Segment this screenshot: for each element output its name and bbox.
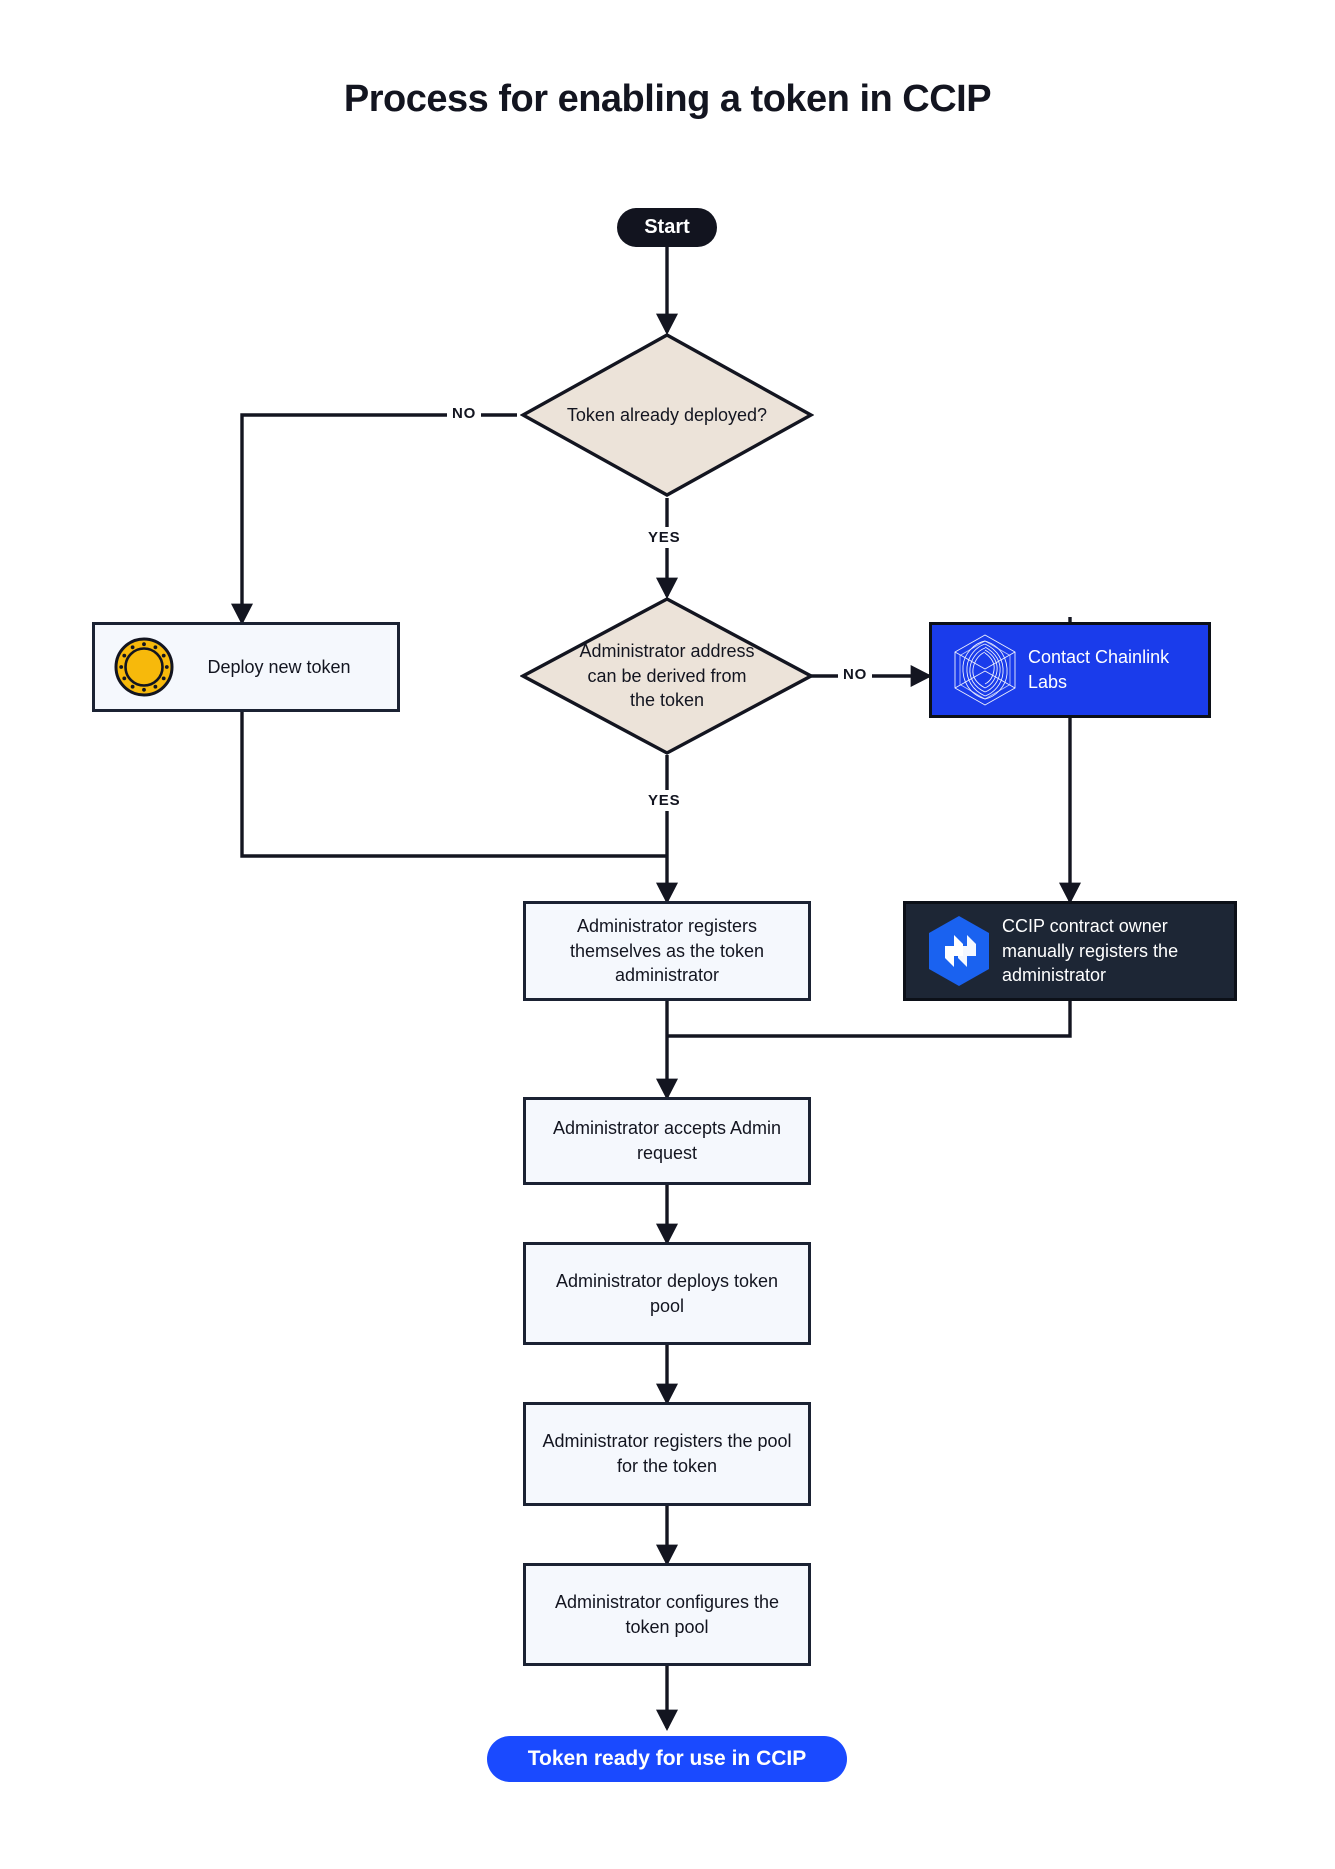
chainlink-logo-icon [942, 632, 1028, 708]
node-ccip-owner-registers-label: CCIP contract owner manually registers t… [1002, 915, 1179, 986]
node-end-label: Token ready for use in CCIP [527, 1746, 807, 1770]
node-deploy-new-token[interactable]: Deploy new token [92, 622, 400, 712]
node-start-label: Start [644, 216, 690, 238]
edge-label-yes-admin-derivable: YES [643, 790, 686, 811]
gold-coin-icon [107, 636, 181, 698]
node-admin-registers-self[interactable]: Administrator registers themselves as th… [523, 901, 811, 1001]
node-decision-admin-derivable-label: Administrator address can be derived fro… [579, 640, 755, 711]
node-decision-token-deployed[interactable]: Token already deployed? [520, 332, 814, 498]
node-decision-admin-derivable[interactable]: Administrator address can be derived fro… [520, 596, 814, 756]
ccip-logo-icon [916, 913, 1002, 989]
node-ccip-owner-registers[interactable]: CCIP contract owner manually registers t… [903, 901, 1237, 1001]
node-decision-token-deployed-label: Token already deployed? [566, 404, 768, 425]
node-admin-deploys-pool[interactable]: Administrator deploys token pool [523, 1242, 811, 1345]
edge-label-no-token-deployed: NO [447, 403, 482, 424]
diamond-shape [520, 597, 814, 755]
page-title: Process for enabling a token in CCIP [343, 78, 992, 120]
node-admin-registers-self-label: Administrator registers themselves as th… [569, 915, 765, 986]
node-admin-registers-pool[interactable]: Administrator registers the pool for the… [523, 1402, 811, 1506]
edge-label-yes-token-deployed: YES [643, 527, 686, 548]
node-start[interactable]: Start [617, 208, 717, 247]
node-admin-deploys-pool-label: Administrator deploys token pool [555, 1270, 779, 1316]
node-admin-accepts[interactable]: Administrator accepts Admin request [523, 1097, 811, 1185]
node-admin-accepts-label: Administrator accepts Admin request [552, 1118, 782, 1163]
edge-label-no-admin-derivable: NO [838, 664, 873, 685]
node-contact-chainlink-labs[interactable]: Contact Chainlink Labs [929, 622, 1211, 718]
node-deploy-new-token-label: Deploy new token [207, 656, 351, 677]
node-admin-configures-pool-label: Administrator configures the token pool [554, 1591, 780, 1637]
node-end[interactable]: Token ready for use in CCIP [487, 1736, 847, 1782]
node-contact-chainlink-labs-label: Contact Chainlink Labs [1028, 647, 1170, 692]
diamond-shape [520, 333, 814, 497]
node-admin-configures-pool[interactable]: Administrator configures the token pool [523, 1563, 811, 1666]
node-admin-registers-pool-label: Administrator registers the pool for the… [542, 1431, 792, 1476]
